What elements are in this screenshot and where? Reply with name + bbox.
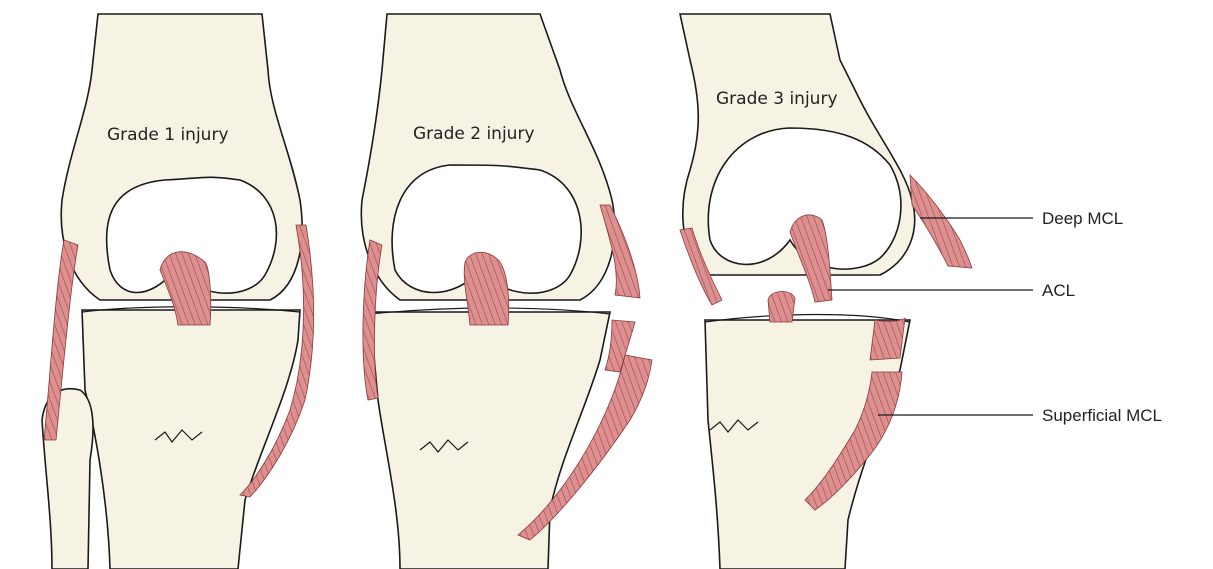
tibia-bone bbox=[370, 312, 610, 569]
grade-3-label: Grade 3 injury bbox=[716, 89, 838, 109]
deep-mcl-label: Deep MCL bbox=[1042, 209, 1123, 228]
acl-lower-stump bbox=[768, 291, 795, 322]
deep-mcl-ligament bbox=[910, 175, 972, 268]
panel-grade-3: Grade 3 injury bbox=[680, 14, 972, 569]
superficial-mcl-label: Superficial MCL bbox=[1042, 406, 1162, 425]
grade-1-label: Grade 1 injury bbox=[107, 125, 229, 145]
grade-2-label: Grade 2 injury bbox=[413, 124, 535, 144]
acl-label: ACL bbox=[1042, 281, 1075, 300]
panel-grade-2: Grade 2 injury bbox=[361, 14, 652, 569]
panel-grade-1: Grade 1 injury bbox=[42, 14, 314, 569]
superficial-mcl-upper bbox=[870, 318, 905, 360]
